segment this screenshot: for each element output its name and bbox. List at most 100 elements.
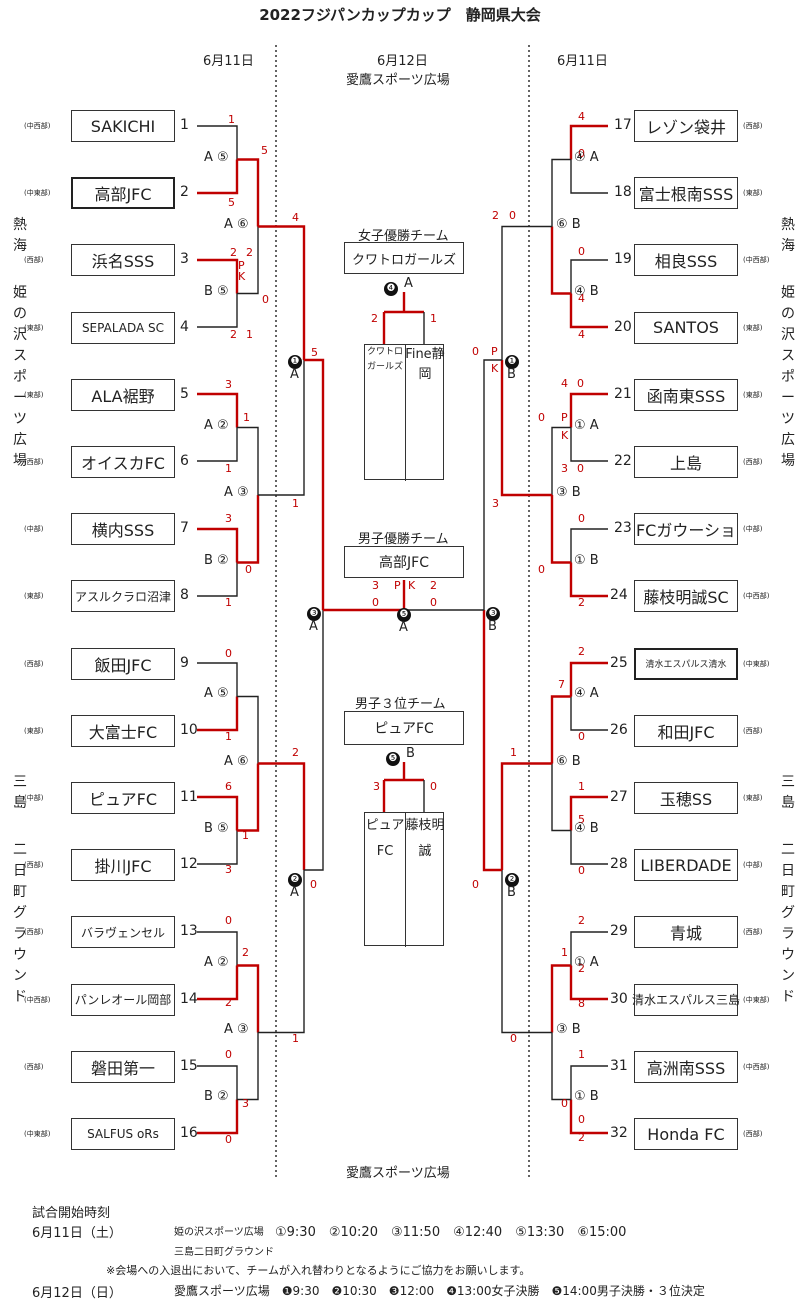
team-number: 14: [180, 990, 198, 1007]
court-label: B: [507, 367, 516, 382]
finalist-name: Fine静岡: [405, 347, 445, 382]
r2-lower: [551, 763, 571, 832]
score: 5: [261, 144, 268, 157]
score: 1: [292, 1032, 299, 1045]
match-label: ① B: [574, 553, 599, 568]
score: 0: [578, 864, 585, 877]
team-box: SANTOS: [634, 311, 738, 344]
team-region: (中部): [743, 861, 763, 870]
court-label: A: [404, 276, 413, 291]
score: 2: [578, 645, 585, 658]
r1-upper: [570, 1065, 608, 1100]
day1-venue: 三島二日町グラウンド: [174, 1247, 274, 1258]
team-box: 相良SSS: [634, 244, 738, 277]
r2-lower: [551, 1032, 571, 1101]
r2-upper: [550, 695, 571, 764]
team-box: アスルクラロ沼津: [71, 580, 175, 613]
court-label: A: [290, 885, 299, 900]
team-box: パンレオール岡部: [71, 983, 175, 1016]
score: P: [491, 345, 498, 358]
venue-vertical-label: 三島: [781, 774, 795, 811]
qf-upper: [258, 225, 306, 360]
team-region: (東部): [24, 323, 44, 332]
r1-lower: [569, 1099, 608, 1135]
r2-lower: [550, 226, 571, 295]
score: 1: [225, 596, 232, 609]
score: 1: [578, 1048, 585, 1061]
score: 3: [242, 1097, 249, 1110]
team-region: (中西部): [743, 1062, 770, 1071]
score: 3: [225, 378, 232, 391]
team-region: (中東部): [24, 1130, 51, 1138]
score: 2: [371, 312, 378, 325]
court-label: A: [309, 619, 318, 634]
team-box: 磐田第一: [71, 1050, 175, 1083]
team-region: (中部): [743, 525, 763, 534]
team-region: (東部): [743, 323, 763, 332]
match-label: ④ B: [574, 821, 599, 836]
score: 0: [578, 147, 585, 160]
team-region: (中部): [24, 794, 44, 802]
team-box: ピュアFC: [71, 782, 175, 814]
match-label: ③ B: [556, 485, 581, 500]
day2-match-marker: ❸: [486, 601, 500, 621]
team-number: 17: [614, 117, 632, 133]
team-region: (西部): [743, 726, 763, 735]
match-label: B ⑤: [204, 821, 229, 836]
r1-lower: [570, 830, 608, 865]
match-label: A ⑤: [204, 150, 229, 165]
match-number-badge: ❷: [505, 873, 519, 887]
team-box: FCガウーショ: [634, 513, 738, 546]
r1-lower: [197, 1099, 239, 1135]
court-label: B: [507, 885, 516, 900]
day2-times: 愛鷹スポーツ広場 ❶9:30 ❷10:30 ❸12:00 ❹13:00女子決勝 …: [174, 1284, 705, 1298]
score: 0: [578, 730, 585, 743]
score: 8: [578, 997, 585, 1010]
score: 4: [578, 110, 585, 123]
match-label: ① A: [574, 418, 599, 433]
team-box: 高洲南SSS: [634, 1050, 738, 1083]
venue-vertical-label: 三島: [13, 774, 27, 811]
team-box: ALA裾野: [71, 378, 175, 411]
score: K: [561, 429, 569, 442]
score: 2: [230, 246, 237, 259]
team-region: (中東部): [24, 189, 51, 198]
team-number: 18: [614, 184, 632, 201]
score: 0: [509, 209, 516, 222]
score: 1: [430, 312, 437, 325]
qf-lower: [501, 870, 552, 1034]
venue-vertical-label: 二日町グラウンド: [781, 842, 795, 1005]
score: 4: [578, 292, 585, 305]
score: 0: [577, 377, 584, 390]
r2-lower: [550, 495, 571, 564]
score: 0: [578, 245, 585, 258]
team-box: 飯田JFC: [71, 647, 175, 680]
day2-match-marker: ❶: [288, 349, 302, 369]
score: 1: [243, 411, 250, 424]
team-region: (東部): [743, 189, 763, 198]
score: 2: [578, 1131, 585, 1144]
score: 2: [578, 962, 585, 975]
day2-match-marker: ❷: [505, 867, 519, 887]
team-box: 清水エスパルス清水: [634, 647, 738, 680]
r1-upper: [197, 1065, 238, 1100]
center-date: 6月12日: [377, 54, 428, 69]
score: 0: [430, 596, 437, 609]
score: 2: [492, 209, 499, 222]
r1-upper: [570, 259, 608, 294]
finalist-name: クワトロガールズ: [365, 345, 406, 481]
match-label: B ②: [204, 1089, 229, 1104]
match-number-badge: ❷: [288, 873, 302, 887]
score: 0: [538, 563, 545, 576]
match-label: ⑥ B: [556, 217, 581, 232]
team-region: (中西部): [24, 995, 51, 1004]
day1-venue: 姫の沢スポーツ広場: [174, 1227, 264, 1238]
team-region: (西部): [24, 928, 44, 937]
r1-lower: [569, 965, 608, 1001]
match-label: ④ A: [574, 150, 599, 165]
team-number: 20: [614, 318, 632, 335]
court-label: A: [290, 367, 299, 382]
